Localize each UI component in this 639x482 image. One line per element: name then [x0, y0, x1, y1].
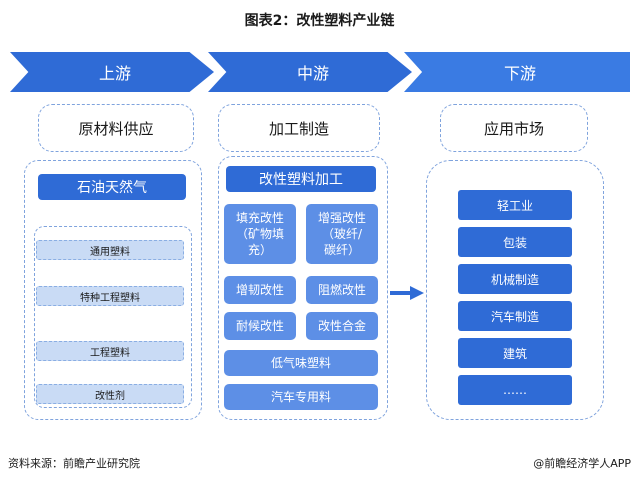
midstream-process: 改性合金 [306, 312, 378, 340]
stage-downstream: 下游 [404, 52, 630, 92]
upstream-item: 改性剂 [36, 384, 184, 404]
downstream-header: 应用市场 [440, 104, 588, 152]
stage-downstream-label: 下游 [503, 64, 536, 83]
downstream-item: 包装 [458, 227, 572, 257]
downstream-item: 机械制造 [458, 264, 572, 294]
right-arrow-icon [390, 286, 424, 300]
stage-upstream: 上游 [10, 52, 214, 92]
downstream-item: …… [458, 375, 572, 405]
midstream-process: 填充改性 （矿物填 充） [224, 204, 296, 264]
upstream-item: 工程塑料 [36, 341, 184, 361]
downstream-item: 建筑 [458, 338, 572, 368]
upstream-header: 原材料供应 [38, 104, 194, 152]
midstream-wide-item: 低气味塑料 [224, 350, 378, 376]
chart-title: 图表2：改性塑料产业链 [244, 13, 395, 29]
source-note: 资料来源：前瞻产业研究院 [8, 457, 140, 470]
upstream-item: 特种工程塑料 [36, 286, 184, 306]
midstream-process: 阻燃改性 [306, 276, 378, 304]
downstream-item: 轻工业 [458, 190, 572, 220]
midstream-process: 增韧改性 [224, 276, 296, 304]
stage-upstream-label: 上游 [98, 64, 131, 83]
downstream-item: 汽车制造 [458, 301, 572, 331]
stage-midstream-label: 中游 [296, 64, 329, 83]
midstream-header: 加工制造 [218, 104, 380, 152]
upstream-main-item: 石油天然气 [38, 174, 186, 200]
midstream-main-item: 改性塑料加工 [226, 166, 376, 192]
midstream-process: 增强改性 （玻纤/ 碳纤） [306, 204, 378, 264]
upstream-item: 通用塑料 [36, 240, 184, 260]
midstream-wide-item: 汽车专用料 [224, 384, 378, 410]
midstream-process: 耐候改性 [224, 312, 296, 340]
stage-midstream: 中游 [208, 52, 412, 92]
brand-note: @前瞻经济学人APP [533, 457, 631, 470]
